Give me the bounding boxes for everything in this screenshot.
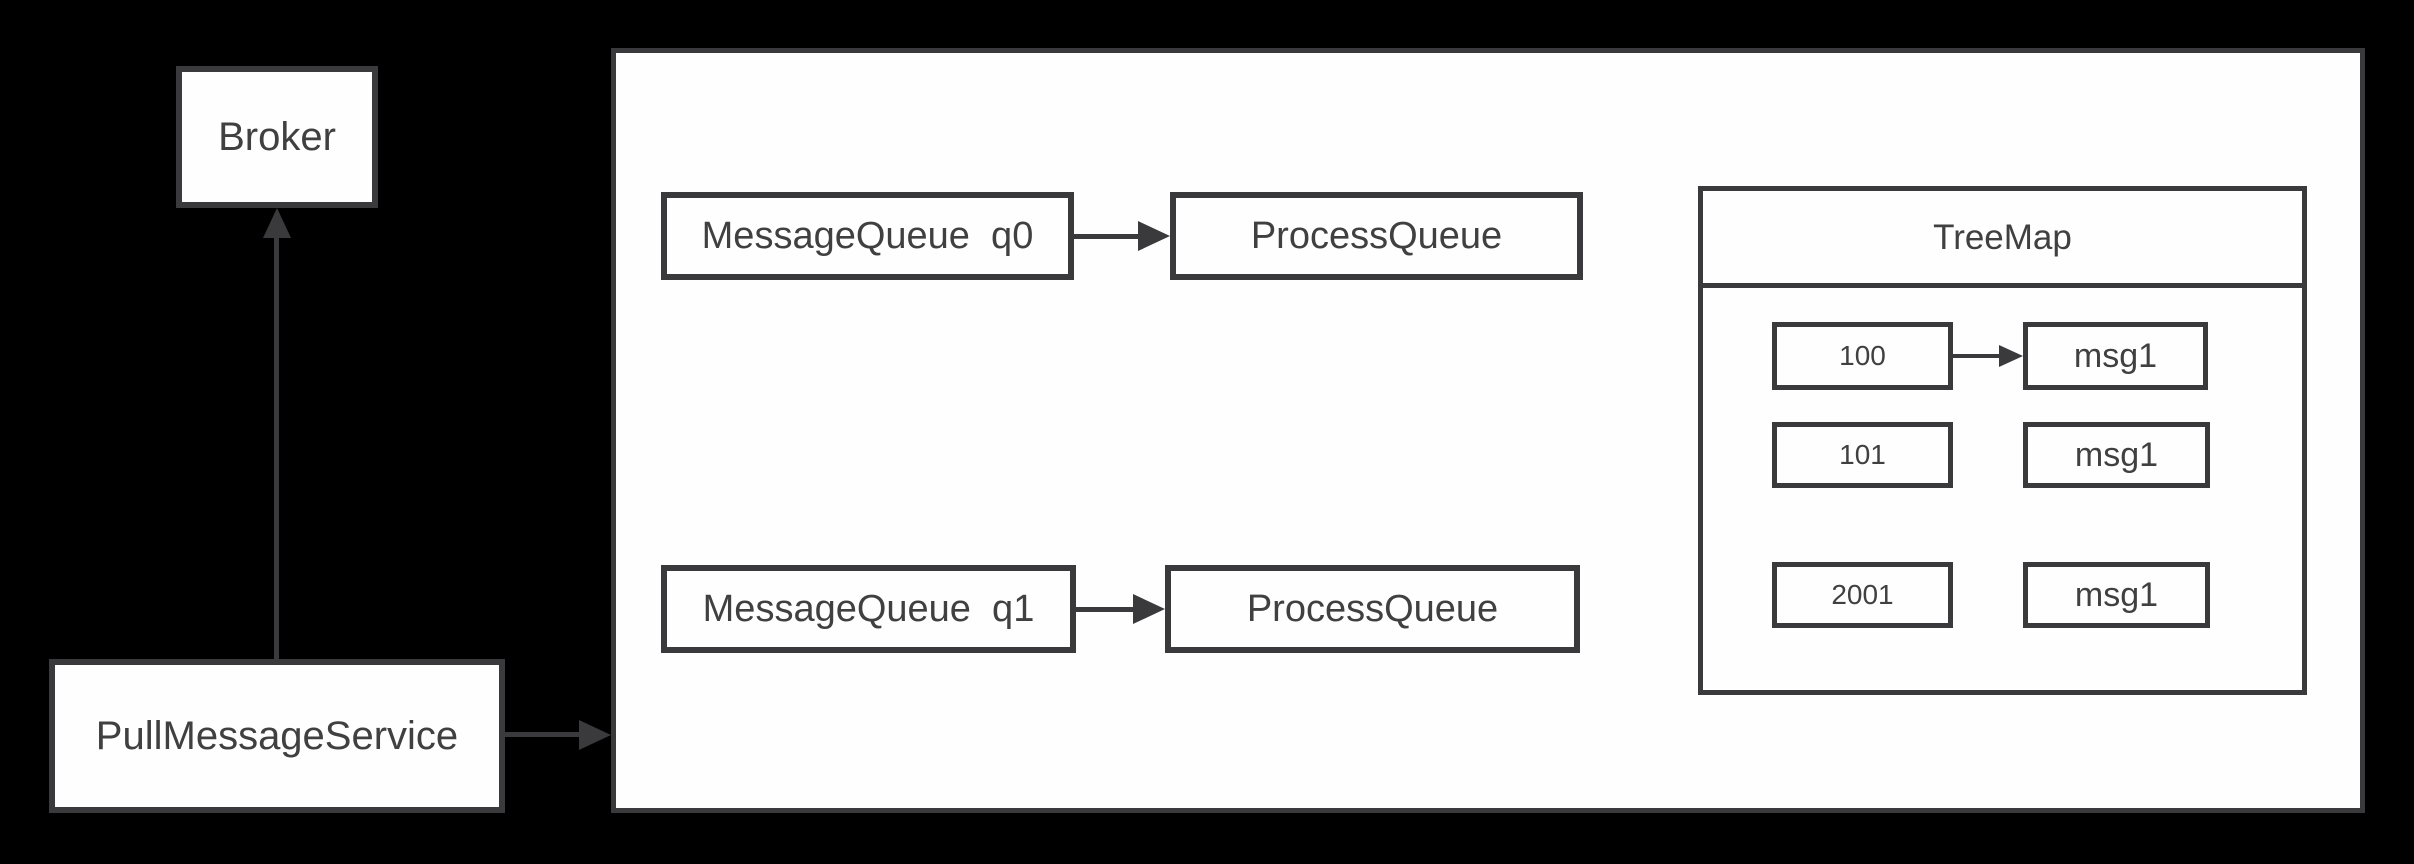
arrow-q1-to-process-line [1076,607,1137,612]
treemap-value-label: msg1 [2074,576,2159,614]
process-queue-q0-label: ProcessQueue [1250,215,1503,257]
consumer-container-box: MessageQueue q0 ProcessQueue MessageQueu… [611,48,2365,813]
arrow-key-to-msg-line [1953,354,2003,358]
treemap-value-label: msg1 [2074,436,2159,474]
arrow-pms-to-container-line [505,732,583,737]
arrow-up-icon [263,208,291,238]
process-queue-q0-box: ProcessQueue [1170,192,1583,280]
message-queue-q0-label: MessageQueue q0 [701,215,1034,257]
arrow-right-icon [1138,221,1170,251]
treemap-key-box: 101 [1772,422,1953,488]
message-queue-q1-box: MessageQueue q1 [661,565,1076,653]
treemap-header: TreeMap [1703,191,2302,288]
treemap-title: TreeMap [1933,217,2072,257]
process-queue-q1-box: ProcessQueue [1165,565,1580,653]
treemap-key-label: 101 [1839,439,1886,470]
treemap-key-label: 100 [1839,340,1886,371]
treemap-key-label: 2001 [1831,579,1894,610]
arrow-right-icon [1133,594,1165,624]
broker-label: Broker [218,115,336,159]
treemap-key-box: 2001 [1772,562,1953,628]
treemap-value-box: msg1 [2023,422,2210,488]
message-queue-q1-label: MessageQueue q1 [702,588,1035,630]
treemap-value-box: msg1 [2023,562,2210,628]
arrow-pms-to-broker-line [274,234,279,659]
pull-message-service-label: PullMessageService [95,714,459,758]
treemap-value-label: msg1 [2073,337,2158,375]
treemap-box: TreeMap 100 msg1 101 msg1 2001 [1698,186,2307,695]
arrow-right-icon [579,720,611,750]
treemap-key-box: 100 [1772,322,1953,390]
arrow-q0-to-process-line [1074,234,1142,239]
arrow-right-icon [1999,345,2023,367]
message-queue-q0-box: MessageQueue q0 [661,192,1074,280]
process-queue-q1-label: ProcessQueue [1246,588,1499,630]
treemap-value-box: msg1 [2023,322,2208,390]
pull-message-service-box: PullMessageService [49,659,505,813]
broker-box: Broker [176,66,378,208]
